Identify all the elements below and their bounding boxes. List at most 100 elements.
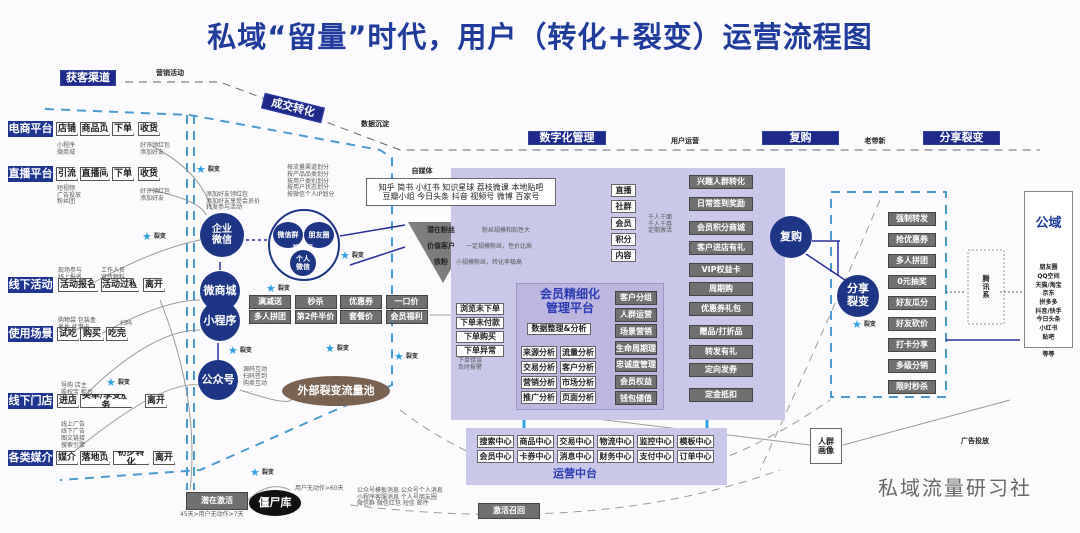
- analysis-item[interactable]: 推广分析: [521, 391, 557, 404]
- ops-action[interactable]: 赠品/打折品: [689, 325, 753, 339]
- promotion-item[interactable]: 一口价: [385, 295, 428, 309]
- channel-step[interactable]: 引流: [56, 167, 78, 181]
- wecom-circle[interactable]: 企业 微信: [200, 213, 244, 257]
- ops-center-item[interactable]: 搜索中心: [477, 435, 514, 448]
- touch-channel[interactable]: 社群: [611, 200, 636, 214]
- share-action[interactable]: 多级分销: [888, 359, 936, 373]
- ops-center-item[interactable]: 物流中心: [597, 435, 634, 448]
- channel-step[interactable]: 离开: [153, 451, 175, 465]
- promotion-item[interactable]: 套餐价: [340, 310, 382, 324]
- share-action[interactable]: 多人拼团: [888, 254, 936, 268]
- data-analysis[interactable]: 数据整理&分析: [527, 323, 591, 335]
- ops-action[interactable]: 定金抵扣: [689, 388, 753, 402]
- channel-step[interactable]: 购买: [80, 327, 104, 341]
- promotion-item[interactable]: 多人拼团: [249, 310, 291, 324]
- analysis-item[interactable]: 页面分析: [560, 391, 596, 404]
- touch-channel[interactable]: 会员: [611, 216, 636, 230]
- channel-5[interactable]: 各类媒介: [8, 450, 53, 466]
- touch-channel[interactable]: 直播: [611, 184, 636, 197]
- ops-center-item[interactable]: 支付中心: [637, 450, 674, 463]
- channel-step[interactable]: 收货: [138, 122, 160, 136]
- ops-center-item[interactable]: 会员中心: [477, 450, 514, 463]
- miniapp-circle[interactable]: 小程序: [200, 301, 240, 341]
- promotion-item[interactable]: 秒杀: [294, 295, 337, 309]
- channel-4[interactable]: 线下门店: [8, 393, 53, 409]
- channel-2[interactable]: 线下活动: [8, 277, 53, 293]
- ops-center-item[interactable]: 消息中心: [557, 450, 594, 463]
- channel-step[interactable]: 商品页: [80, 122, 110, 136]
- analysis-item[interactable]: 交易分析: [521, 361, 557, 374]
- share-action[interactable]: 抢优惠券: [888, 233, 936, 247]
- channel-step[interactable]: 离开: [145, 394, 167, 408]
- ops-action[interactable]: 兴趣人群转化: [689, 175, 753, 189]
- order-status[interactable]: 下单购买: [456, 331, 504, 343]
- order-status[interactable]: 下单异常: [456, 345, 504, 357]
- channel-step[interactable]: 初步转化: [113, 451, 149, 465]
- ops-action[interactable]: 周期购: [689, 282, 753, 296]
- annotation-data: 数据沉淀: [361, 119, 389, 128]
- repurchase-circle[interactable]: 复购: [770, 216, 812, 258]
- zombie-pool[interactable]: 僵尸库: [249, 490, 301, 516]
- touch-channel[interactable]: 积分: [611, 232, 636, 246]
- share-circle[interactable]: 分享 裂变: [837, 275, 879, 317]
- member-function[interactable]: 人群运营: [615, 307, 657, 322]
- ops-action[interactable]: 日常签到奖励: [689, 197, 753, 211]
- ops-action[interactable]: VIP权益卡: [689, 263, 753, 277]
- ops-action[interactable]: 转发有礼: [689, 345, 753, 359]
- channel-step[interactable]: 下单: [112, 167, 134, 181]
- order-status[interactable]: 浏览未下单: [456, 303, 504, 315]
- ops-action[interactable]: 优惠券礼包: [689, 302, 753, 316]
- ops-center-item[interactable]: 财务中心: [597, 450, 634, 463]
- member-function[interactable]: 生命周期理: [615, 341, 657, 356]
- analysis-item[interactable]: 流量分析: [560, 346, 596, 359]
- channel-step[interactable]: 收货: [138, 167, 160, 181]
- stage-acquire: 获客渠道: [60, 70, 116, 86]
- channel-step[interactable]: 活动过程: [101, 278, 139, 292]
- ops-center-item[interactable]: 订单中心: [677, 450, 714, 463]
- persona-box[interactable]: 人群 画像: [810, 428, 842, 464]
- channel-3[interactable]: 使用场景: [8, 326, 53, 342]
- promotion-item[interactable]: 优惠券: [340, 295, 382, 309]
- channel-step[interactable]: 落地页: [80, 451, 110, 465]
- ops-center-item[interactable]: 模板中心: [677, 435, 714, 448]
- ops-center-item[interactable]: 交易中心: [557, 435, 594, 448]
- analysis-item[interactable]: 市场分析: [560, 376, 596, 389]
- share-action[interactable]: 0元抽奖: [888, 275, 936, 289]
- external-pool[interactable]: 外部裂变流量池: [282, 376, 390, 406]
- share-action[interactable]: 好友砍价: [888, 317, 936, 331]
- share-action[interactable]: 强制转发: [888, 212, 936, 226]
- ops-action[interactable]: 定向发券: [689, 363, 753, 377]
- channel-step[interactable]: 媒介: [56, 451, 78, 465]
- share-action[interactable]: 限时秒杀: [888, 380, 936, 394]
- share-action[interactable]: 打卡分享: [888, 338, 936, 352]
- ops-center-item[interactable]: 卡券中心: [517, 450, 554, 463]
- promotion-item[interactable]: 会员福利: [385, 310, 428, 324]
- order-status[interactable]: 下单未付款: [456, 317, 504, 329]
- channel-step[interactable]: 店铺: [56, 122, 78, 136]
- channel-step[interactable]: 买单/享受服务: [80, 390, 132, 411]
- official-account-circle[interactable]: 公众号: [198, 360, 238, 400]
- member-function[interactable]: 场景营销: [615, 324, 657, 339]
- channel-step[interactable]: 下单: [112, 122, 134, 136]
- analysis-item[interactable]: 客户分析: [560, 361, 596, 374]
- channel-0[interactable]: 电商平台: [8, 121, 53, 137]
- ops-action[interactable]: 会员积分商城: [689, 221, 753, 235]
- channel-step[interactable]: 直播间: [80, 167, 110, 181]
- ops-action[interactable]: 客户进店有礼: [689, 241, 753, 255]
- promotion-item[interactable]: 满减送: [249, 295, 291, 309]
- share-action[interactable]: 好友瓜分: [888, 296, 936, 310]
- ops-center-item[interactable]: 监控中心: [637, 435, 674, 448]
- member-function[interactable]: 忠诚度管理: [615, 357, 657, 372]
- analysis-item[interactable]: 来源分析: [521, 346, 557, 359]
- member-function[interactable]: 会员权益: [615, 374, 657, 389]
- activation-recall[interactable]: 激活召回: [478, 503, 540, 519]
- member-function[interactable]: 客户分组: [615, 291, 657, 305]
- member-function[interactable]: 钱包储值: [615, 391, 657, 406]
- potential-activation[interactable]: 潜在激活: [186, 492, 248, 510]
- ops-center-item[interactable]: 商品中心: [517, 435, 554, 448]
- promotion-item[interactable]: 第2件半价: [294, 310, 337, 324]
- channel-1[interactable]: 直播平台: [8, 166, 53, 182]
- analysis-item[interactable]: 营销分析: [521, 376, 557, 389]
- member-platform-title: 会员精细化 管理平台: [539, 287, 600, 315]
- touch-channel[interactable]: 内容: [611, 249, 636, 263]
